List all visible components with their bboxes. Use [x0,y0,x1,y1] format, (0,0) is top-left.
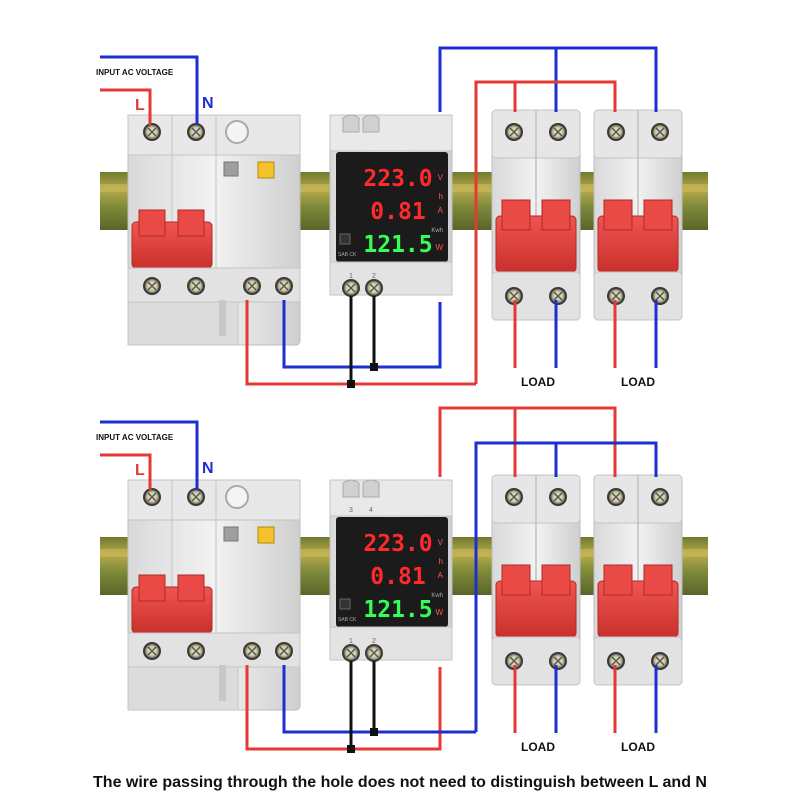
load-breaker-1 [492,110,580,320]
bottom-diagram: 3 4 223.0 0.81 121.5 V h A Kwh W SAB CK … [96,406,708,754]
unit-v-label: V [438,173,444,182]
meter-model-label: SAB CK [338,252,357,258]
neutral-label: N [202,460,214,477]
unit-h-label: h [439,557,443,566]
unit-w-label: W [435,243,443,252]
caption: The wire passing through the hole does n… [93,774,707,791]
load-label-2: LOAD [621,740,655,754]
input-voltage-label: INPUT AC VOLTAGE [96,433,174,442]
unit-w-label: W [435,608,443,617]
line-label: L [135,97,145,114]
junction-dot [370,728,378,736]
voltage-readout: 223.0 [363,531,432,557]
test-button-icon [225,485,249,509]
junction-dot [370,363,378,371]
meter-terminal-2: 2 [372,273,376,280]
unit-kwh-label: Kwh [431,593,443,599]
voltage-readout: 223.0 [363,166,432,192]
load-label-1: LOAD [521,740,555,754]
load-breaker-2 [594,110,682,320]
din-meter: 3 4 223.0 0.81 121.5 V h A Kwh W SAB CK … [329,479,453,663]
meter-terminal-1: 1 [349,638,353,645]
current-readout: 0.81 [370,564,425,590]
load-label-2: LOAD [621,375,655,389]
load-breaker-1 [492,475,580,685]
unit-a-label: A [438,206,444,215]
meter-terminal-3: 3 [349,507,353,514]
power-readout: 121.5 [363,597,432,623]
test-button-icon [225,120,249,144]
junction-dot [347,745,355,753]
din-meter: 223.0 0.81 121.5 V h A Kwh W SAB CK 1 2 [329,114,453,298]
meter-terminal-4: 4 [369,507,373,514]
load-label-1: LOAD [521,375,555,389]
meter-terminal-1: 1 [349,273,353,280]
line-label: L [135,462,145,479]
bottom-wiring [100,406,658,751]
top-diagram: 223.0 0.81 121.5 V h A Kwh W SAB CK 1 2 [96,46,708,389]
unit-kwh-label: Kwh [431,228,443,234]
load-breaker-2 [594,475,682,685]
meter-model-label: SAB CK [338,617,357,623]
junction-dot [347,380,355,388]
unit-h-label: h [439,192,443,201]
meter-terminal-2: 2 [372,638,376,645]
neutral-label: N [202,95,214,112]
unit-a-label: A [438,571,444,580]
unit-v-label: V [438,538,444,547]
current-readout: 0.81 [370,199,425,225]
main-breaker [127,114,301,346]
input-voltage-label: INPUT AC VOLTAGE [96,68,174,77]
main-breaker [127,479,301,711]
top-wiring [100,46,658,386]
power-readout: 121.5 [363,232,432,258]
